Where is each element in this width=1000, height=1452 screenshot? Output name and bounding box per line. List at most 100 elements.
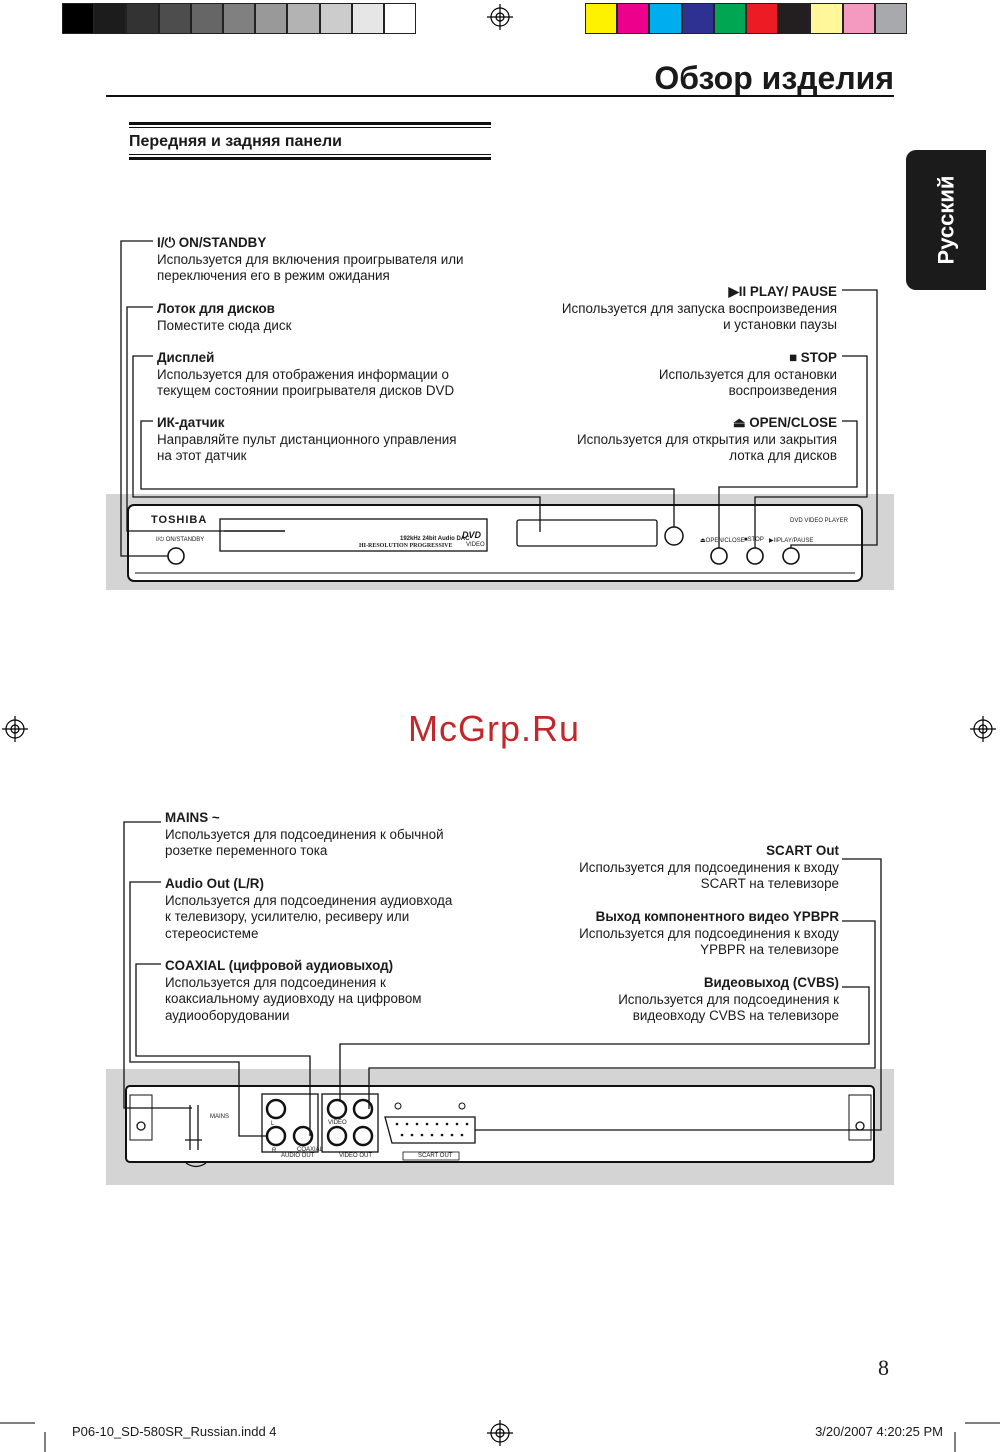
gray-swatch: [255, 3, 288, 34]
disc-tray: [219, 518, 488, 552]
gray-swatch: [94, 3, 127, 34]
leader-open-close: [718, 420, 858, 548]
progressive-label: HI-RESOLUTION PROGRESSIVE: [359, 543, 453, 549]
gray-swatch: [126, 3, 159, 34]
rear-right-bracket: [848, 1094, 872, 1141]
registration-mark-top-icon: [487, 4, 513, 30]
section-title: Передняя и задняя панели: [129, 133, 342, 150]
leader-stop: [754, 355, 868, 548]
registration-mark-right-icon: [970, 716, 996, 742]
brand-logo: TOSHIBA: [151, 514, 208, 526]
coaxial-jack: [292, 1125, 314, 1147]
rear-device-body: [125, 1085, 875, 1163]
color-swatch: [617, 3, 650, 34]
mains-label: MAINS: [210, 1114, 230, 1120]
gray-swatch: [158, 3, 191, 34]
leader-component: [368, 920, 876, 1109]
scart-pins: [395, 1122, 469, 1137]
scart-label: SCART OUT: [418, 1153, 453, 1159]
page-title: Обзор изделия: [654, 60, 894, 96]
footer-file: P06-10_SD-580SR_Russian.indd 4: [72, 1424, 277, 1439]
stop-label: ■STOP: [744, 537, 764, 543]
page-number: 8: [878, 1355, 889, 1380]
gray-swatch: [384, 3, 417, 34]
leader-scart: [475, 858, 882, 1131]
label-coaxial: COAXIAL (цифровой аудиовыход)Используетс…: [165, 958, 422, 1023]
gray-swatch: [319, 3, 352, 34]
scart-out-label-box: [402, 1151, 460, 1161]
audio-l-label: L: [271, 1121, 275, 1127]
leader-play-pause: [790, 289, 878, 548]
pr-jack: [352, 1125, 374, 1147]
video-out-label: VIDEO OUT: [339, 1153, 373, 1159]
section-rule-top-thin: [129, 127, 491, 128]
leader-video: [339, 986, 870, 1100]
leader-mains: [123, 821, 192, 1109]
gray-swatch: [190, 3, 223, 34]
color-swatch: [810, 3, 843, 34]
color-swatch: [746, 3, 779, 34]
watermark: McGrp.Ru: [408, 708, 581, 749]
color-swatch: [585, 3, 618, 34]
dvd-logo: DVD: [462, 530, 482, 540]
pb-jack: [326, 1125, 348, 1147]
leader-audio-out: [129, 881, 267, 1137]
audio-r-label: R: [272, 1148, 277, 1154]
rear-left-bracket: [129, 1094, 153, 1141]
color-swatch: [778, 3, 811, 34]
title-underline: [106, 95, 894, 97]
label-audio-out: Audio Out (L/R)Используется для подсоеди…: [165, 876, 453, 941]
audio-out-l-jack: [265, 1098, 287, 1120]
audio-out-label: AUDIO OUT: [281, 1153, 315, 1159]
dac-label: 192kHz 24bit Audio DAC: [400, 536, 470, 542]
gray-swatch: [287, 3, 320, 34]
standby-label: I/⏻ ON/STANDBY: [156, 537, 205, 543]
y-jack: [352, 1098, 374, 1120]
section-rule-bottom: [129, 157, 491, 160]
color-swatch: [713, 3, 746, 34]
video-jack: [326, 1098, 348, 1120]
model-label: DVD VIDEO PLAYER: [790, 518, 848, 524]
leader-standby: [120, 240, 168, 557]
registration-mark-bottom-icon: [487, 1420, 513, 1446]
display-window: [516, 519, 658, 547]
rear-right-screw: [855, 1121, 865, 1131]
mains-cable: [185, 1105, 207, 1168]
video-jack-label: VIDEO: [328, 1120, 347, 1126]
gray-swatch: [351, 3, 384, 34]
scart-screw-right: [458, 1102, 466, 1110]
coaxial-label: COAXIAL: [297, 1147, 324, 1153]
scart-connector: [384, 1116, 476, 1144]
play-pause-label: ▶IIPLAY/PAUSE: [769, 538, 814, 544]
audio-out-r-jack: [265, 1125, 287, 1147]
leader-coaxial: [135, 963, 311, 1136]
label-mains: MAINS ~Используется для подсоединения к …: [165, 810, 444, 858]
color-swatch: [874, 3, 907, 34]
language-tab: Русский: [906, 150, 986, 290]
gray-swatch: [62, 3, 95, 34]
leader-ir: [140, 420, 675, 527]
footer-date: 3/20/2007 4:20:25 PM: [815, 1424, 943, 1439]
section-rule-top: [129, 122, 491, 125]
scart-screw-left: [394, 1102, 402, 1110]
color-swatch: [681, 3, 714, 34]
rear-left-screw: [136, 1121, 146, 1131]
leader-display: [132, 355, 541, 532]
gray-swatch: [223, 3, 256, 34]
dvd-logo-sub: VIDEO: [466, 542, 485, 548]
label-video-out: Видеовыход (CVBS)Используется для подсое…: [618, 975, 839, 1023]
leader-tray: [126, 306, 224, 532]
registration-mark-left-icon: [2, 716, 28, 742]
open-close-label: ⏏OPEN/CLOSE: [700, 538, 745, 544]
